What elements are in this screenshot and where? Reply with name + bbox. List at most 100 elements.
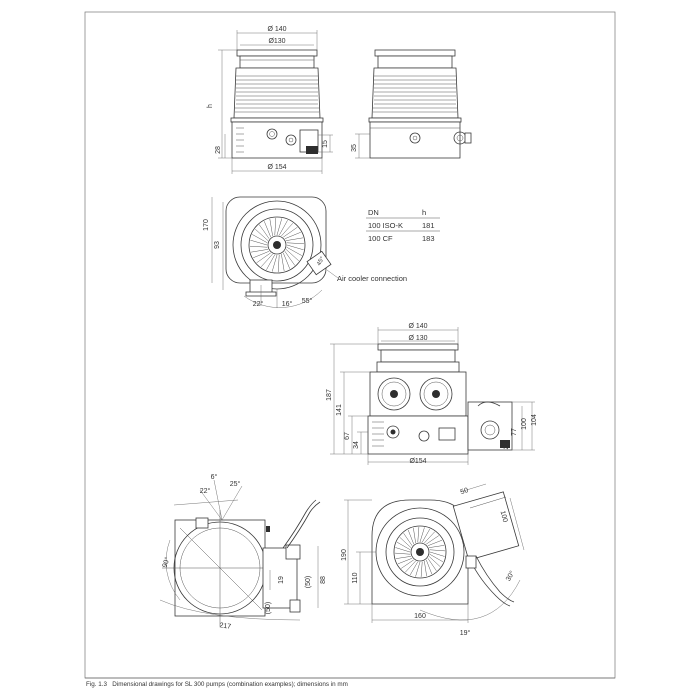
rotor-blade <box>415 561 421 577</box>
rotor-blade <box>427 539 443 546</box>
rotor-blade <box>422 528 431 543</box>
rotor-blade <box>283 252 291 269</box>
rotor-blade <box>250 249 269 253</box>
rotor-blade <box>395 556 412 559</box>
rotor-blade <box>413 527 416 544</box>
v3-a22: 22° <box>253 300 264 308</box>
table-row-1-h: 181 <box>422 221 435 230</box>
table-row-2-dn: 100 CF <box>368 234 393 243</box>
fan-right <box>419 377 453 411</box>
rotor-blade <box>284 251 295 266</box>
table-row-1-dn: 100 ISO-K <box>368 221 403 230</box>
v4-h34: 34 <box>353 441 360 449</box>
rotor-blade <box>269 218 273 237</box>
v3-a45: 45° <box>316 256 326 267</box>
v4-h67: 67 <box>344 432 351 440</box>
v5-a90: 90° <box>161 556 172 569</box>
rotor-blade <box>259 224 270 239</box>
rotor-blade <box>428 556 441 567</box>
v6-w160: 160 <box>414 613 426 620</box>
v4-d130: Ø 130 <box>408 335 427 342</box>
rotor-blade <box>263 221 271 238</box>
rotor-blade <box>403 533 413 546</box>
v4-h187: 187 <box>326 389 333 401</box>
page-frame <box>84 11 616 679</box>
fan-left <box>377 377 411 411</box>
rotor-blade <box>417 527 420 543</box>
rotor-blade <box>395 547 411 553</box>
rotor-blade <box>426 535 439 545</box>
v3-a16: 16° <box>282 300 293 308</box>
rotor-blade <box>401 559 414 569</box>
rotor-blade <box>276 218 283 236</box>
rotor-blade <box>286 242 304 245</box>
air-cooler-label: Air cooler connection <box>337 274 407 283</box>
rotor-blade <box>281 222 294 237</box>
v1-d130: Ø130 <box>268 38 285 45</box>
table-row-2-h: 183 <box>422 234 435 243</box>
v1-h28: 28 <box>215 146 222 154</box>
view-front-elevation: Ø 140 Ø130 h 28 15 Ø 154 <box>207 26 333 174</box>
v4-h22: 22 <box>504 442 510 449</box>
v5-d19: 19 <box>278 576 285 584</box>
view-top-air-cooler: 170 93 22° 16° 55° 45° Air cooler connec… <box>203 196 407 308</box>
v5-d217: 217 <box>219 622 232 631</box>
rotor-blades-2 <box>395 527 445 577</box>
v3-h93: 93 <box>214 241 221 249</box>
rotor-blade <box>426 559 433 575</box>
rotor-blade <box>284 231 301 239</box>
v6-d100: 100 <box>499 510 509 523</box>
view-bottom-right-top: 50 100 190 110 160 30° 19° <box>341 483 525 637</box>
v3-h170: 170 <box>203 219 210 231</box>
v6-a19: 19° <box>460 629 471 637</box>
v5-a25: 25° <box>230 480 241 488</box>
rotor-blade <box>420 561 423 577</box>
table-header-dn: DN <box>368 208 379 217</box>
rotor-blade <box>281 253 285 272</box>
v6-h110: 110 <box>352 572 359 583</box>
dimension-table: DN h 100 ISO-K 181 100 CF 183 <box>366 208 440 243</box>
rotor-blade <box>253 251 270 259</box>
v5-d50a: (50) <box>305 576 312 588</box>
rotor-blade <box>286 244 304 251</box>
rotor-blade <box>266 254 275 270</box>
rotor-blade <box>256 252 271 263</box>
v5-a6: 6° <box>211 473 218 481</box>
rotor-blade <box>254 228 269 241</box>
rotor-blade <box>399 537 412 548</box>
rotor-blade <box>396 541 411 550</box>
v1-d154: Ø 154 <box>267 164 286 171</box>
v1-h15: 15 <box>322 140 329 148</box>
rotor-blade <box>252 234 268 243</box>
v4-h104: 104 <box>531 414 538 426</box>
v6-d50: 50 <box>460 487 470 496</box>
rotor-blade <box>395 552 411 555</box>
v1-h: h <box>207 104 214 108</box>
rotor-blade <box>409 561 418 576</box>
rotor-blade <box>277 254 280 272</box>
rotor-blade <box>427 558 437 571</box>
v5-a22: 22° <box>200 487 211 495</box>
rotor-blade <box>274 218 277 236</box>
v4-d140: Ø 140 <box>408 323 427 330</box>
rotor-blade <box>424 531 435 544</box>
v2-h35: 35 <box>351 144 358 152</box>
rotor-blade <box>260 253 273 268</box>
rotor-blade <box>419 527 425 543</box>
rotor-blade <box>397 558 413 565</box>
view-elevation-with-fans: Ø 140 Ø 130 187 141 67 34 Ø154 104 100 7… <box>326 323 538 465</box>
rotor-blade <box>250 239 268 246</box>
rotor-blade <box>429 549 445 552</box>
rotor-blade <box>407 529 414 545</box>
figure-caption-text: Dimensional drawings for SL 300 pumps (c… <box>112 681 348 688</box>
rotor-blade <box>250 245 268 248</box>
rotor-blade <box>271 254 278 272</box>
rotor-blade <box>285 249 300 262</box>
rotor-blade <box>286 247 302 256</box>
rotor-blade <box>424 560 427 577</box>
view-bottom-left-top: 6° 22° 25° 90° 19 (50) (50) 88 217 <box>159 473 327 631</box>
view-side-elevation: 35 <box>351 49 472 159</box>
figure-caption: Fig. 1.3 Dimensional drawings for SL 300… <box>86 681 348 688</box>
rotor-blade <box>405 560 416 573</box>
